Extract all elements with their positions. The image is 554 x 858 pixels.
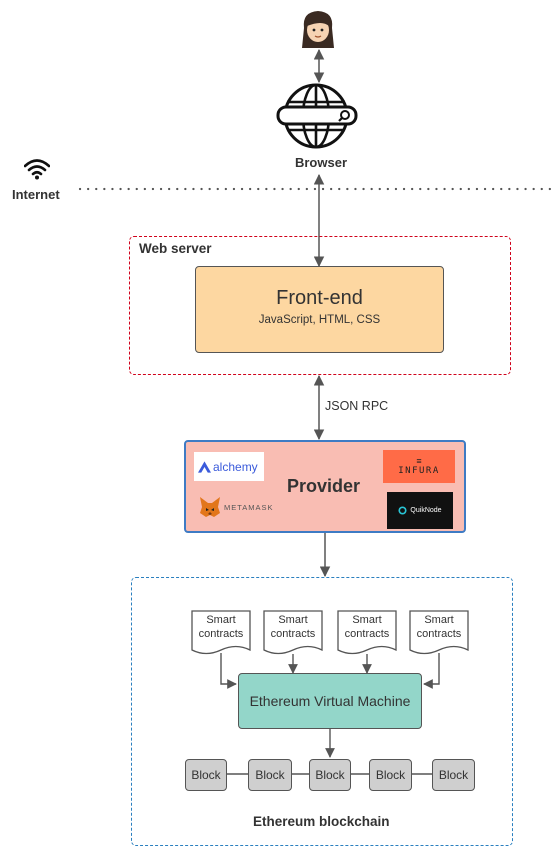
browser-label: Browser (294, 155, 348, 170)
smart-contract-line1: Smart (352, 614, 382, 626)
smart-contract-line1: Smart (424, 614, 454, 626)
smart-contract-line2: contracts (344, 628, 390, 640)
wifi-icon (23, 158, 51, 180)
smart-contract-label-4: Smart contracts (410, 613, 468, 641)
provider-title: Provider (287, 476, 361, 496)
quiknode-logo: QuikNode (387, 492, 453, 529)
internet-label: Internet (12, 187, 60, 202)
alchemy-wordmark: alchemy (213, 459, 258, 474)
infura-mark-icon: ≡ (416, 456, 422, 466)
woman-face-icon (298, 8, 338, 50)
alchemy-mark-icon (198, 460, 211, 473)
smart-contract-label-1: Smart contracts (192, 613, 250, 641)
infura-wordmark: INFURA (398, 466, 440, 476)
alchemy-logo: alchemy (194, 452, 264, 481)
smart-contract-line2: contracts (198, 628, 244, 640)
smart-contract-label-2: Smart contracts (264, 613, 322, 641)
smart-contract-doc-1 (191, 610, 251, 655)
ethereum-blockchain-label: Ethereum blockchain (253, 814, 390, 829)
block-4: Block (369, 759, 412, 791)
frontend-title: Front-end (276, 287, 363, 309)
web-server-label: Web server (139, 241, 212, 256)
smart-contract-line1: Smart (278, 614, 308, 626)
block-2: Block (248, 759, 292, 791)
smart-contract-doc-4 (409, 610, 469, 655)
infura-logo: ≡ INFURA (383, 450, 455, 483)
block-3: Block (309, 759, 351, 791)
web-server-box (129, 236, 511, 375)
evm-box: Ethereum Virtual Machine (238, 673, 422, 729)
contract1-evm-arrow (220, 653, 237, 689)
globe-search-icon (274, 82, 358, 150)
smart-contract-line2: contracts (270, 628, 316, 640)
smart-contract-line1: Smart (206, 614, 236, 626)
block-1: Block (185, 759, 227, 791)
block-5: Block (432, 759, 475, 791)
json-rpc-label: JSON RPC (325, 399, 389, 413)
smart-contract-label-3: Smart contracts (338, 613, 396, 641)
contract4-evm-arrow (423, 653, 440, 689)
frontend-box: Front-end JavaScript, HTML, CSS (195, 266, 444, 353)
smart-contract-line2: contracts (416, 628, 462, 640)
smart-contract-doc-3 (337, 610, 397, 655)
metamask-wordmark: METAMASK (224, 502, 274, 512)
quiknode-wordmark: QuikNode (410, 507, 442, 514)
smart-contract-doc-2 (263, 610, 323, 655)
ethereum-blockchain-box (131, 577, 513, 846)
quiknode-mark-icon (398, 506, 407, 515)
metamask-logo: METAMASK (198, 494, 278, 520)
frontend-subtitle: JavaScript, HTML, CSS (258, 314, 381, 326)
metamask-fox-icon (200, 497, 220, 517)
